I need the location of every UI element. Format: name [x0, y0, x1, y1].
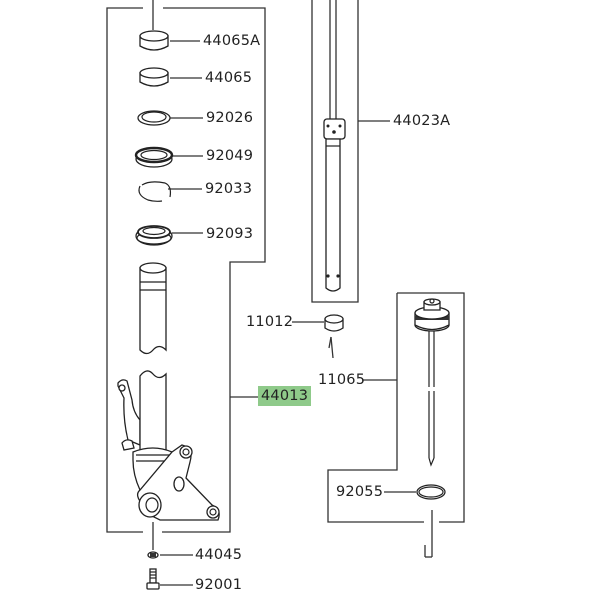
- fork-cap-assembly-part: [414, 298, 450, 467]
- part-label-92033[interactable]: 92033: [205, 181, 253, 197]
- part-label-92093[interactable]: 92093: [206, 226, 254, 242]
- circlip-part: [138, 181, 172, 202]
- frame-outer-tube-group: [106, 7, 143, 533]
- part-label-11012[interactable]: 11012: [246, 314, 294, 330]
- part-label-92026[interactable]: 92026: [206, 110, 254, 126]
- part-label-44045[interactable]: 44045: [195, 547, 243, 563]
- part-label-92055[interactable]: 92055: [336, 484, 384, 500]
- inner-tube-upper: [139, 262, 167, 355]
- part-label-11065[interactable]: 11065: [318, 372, 366, 388]
- part-label-44013-highlighted[interactable]: 44013: [258, 386, 312, 406]
- part-label-44065A[interactable]: 44065A: [203, 33, 261, 49]
- part-label-92049[interactable]: 92049: [206, 148, 254, 164]
- frame-fork-cap: [397, 292, 465, 523]
- cap-part: [324, 314, 344, 332]
- frame-outer-tube-group-right: [162, 7, 266, 533]
- part-label-44065[interactable]: 44065: [205, 70, 253, 86]
- washer-part: [137, 110, 171, 126]
- damper-cartridge-part: [323, 118, 346, 292]
- dust-seal-part: [135, 225, 173, 246]
- outer-tube-part: [117, 370, 220, 521]
- bushing-part: [139, 67, 169, 87]
- frame-fork-cap-left: [327, 293, 424, 523]
- part-label-44023A[interactable]: 44023A: [393, 113, 451, 129]
- oil-seal-part: [134, 146, 174, 168]
- frame-damper: [311, 0, 359, 303]
- bolt-part: [146, 568, 160, 590]
- part-label-92001[interactable]: 92001: [195, 577, 243, 593]
- bushing-top-part: [139, 30, 169, 51]
